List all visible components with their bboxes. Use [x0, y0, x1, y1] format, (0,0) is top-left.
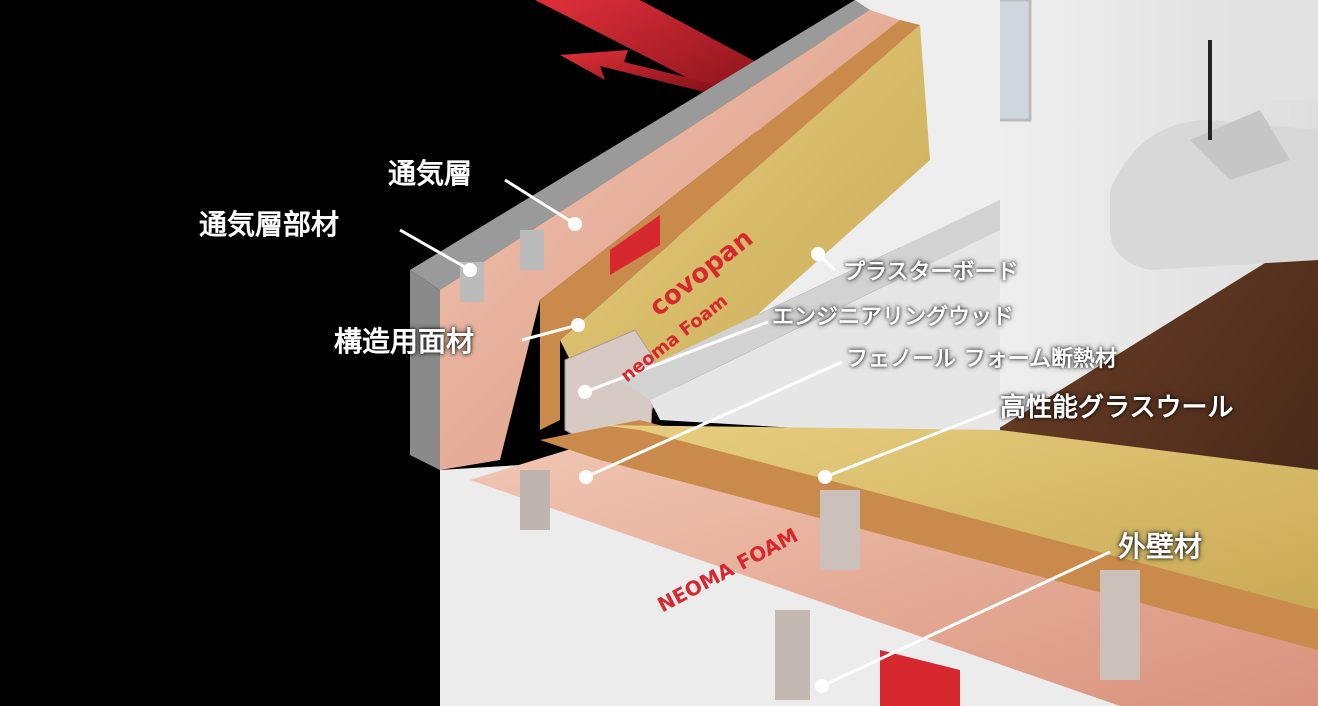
- batten-3: [520, 470, 550, 530]
- dot-glass-wool: [818, 470, 832, 484]
- leader-vent-layer: [504, 178, 576, 226]
- glass-wool-upper: [560, 25, 930, 420]
- label-plasterboard: プラスターボード: [843, 260, 1019, 285]
- batten-1: [820, 490, 860, 570]
- dot-structural-panel: [571, 318, 585, 332]
- label-engineered-wood: エンジニアリングウッド: [772, 305, 1015, 330]
- cushion: [1190, 110, 1290, 180]
- label-vent-member: 通気層部材: [199, 208, 340, 241]
- label-glass-wool: 高性能グラスウール: [1000, 393, 1234, 423]
- label-phenolic-foam: フェノール フォーム断熱材: [846, 347, 1118, 372]
- shelf: [1240, 0, 1318, 100]
- dot-plasterboard: [811, 247, 825, 261]
- print-red-block-2: [880, 650, 960, 706]
- label-vent-layer: 通気層: [388, 157, 473, 190]
- dot-engineered-wood: [578, 385, 592, 399]
- leader-glass-wool: [824, 408, 997, 479]
- airflow-arrow-small: [560, 50, 730, 96]
- lower-wall-face: [650, 230, 1000, 440]
- glass-wool-layer: [600, 425, 1318, 610]
- print-red-block-1: [610, 215, 660, 275]
- leader-phenolic-foam: [585, 360, 843, 479]
- leader-dots: [463, 217, 832, 693]
- cladding-top-edge: [410, 0, 870, 290]
- dot-exterior-wall: [815, 679, 829, 693]
- leader-structural-panel: [521, 323, 579, 342]
- leader-vent-member: [399, 228, 471, 272]
- dot-vent-member: [463, 263, 477, 277]
- dot-phenolic-foam: [579, 470, 593, 484]
- label-exterior-wall: 外壁材: [1118, 530, 1203, 563]
- leader-engineered-wood: [584, 320, 769, 394]
- leader-exterior-wall: [821, 550, 1111, 688]
- vent-member-block-2: [520, 230, 544, 270]
- leader-lines: [399, 178, 1111, 688]
- label-structural-panel: 構造用面材: [334, 325, 475, 358]
- batten-4: [775, 610, 810, 700]
- batten-2: [1100, 570, 1140, 680]
- plasterboard-edge: [620, 200, 1000, 400]
- cladding-side-edge: [410, 270, 440, 470]
- dot-vent-layer: [568, 217, 582, 231]
